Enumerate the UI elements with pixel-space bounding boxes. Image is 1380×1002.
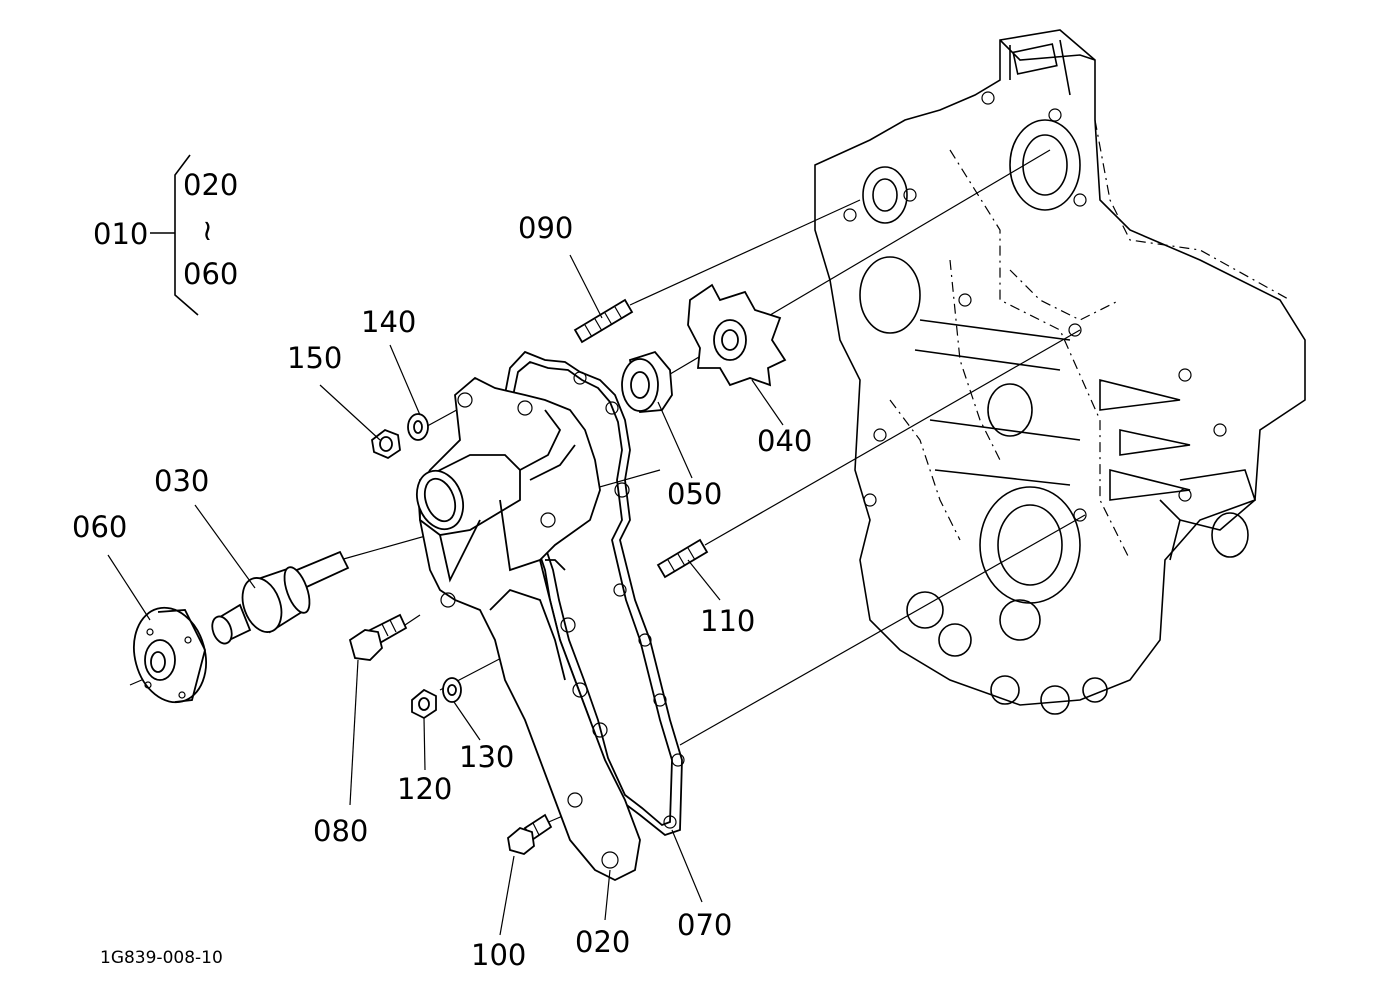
- washer-part-130: [442, 677, 462, 703]
- callout-label: 130: [459, 740, 514, 774]
- group-range-separator: ≀: [202, 213, 213, 247]
- callout-label: 080: [313, 814, 368, 848]
- impeller-part-040: [687, 283, 787, 387]
- callout-label: 020: [575, 925, 630, 959]
- drawing-code: 1G839-008-10: [100, 948, 223, 968]
- callout-labels: 090 140 150 030 060 050 040 110 080 120 …: [72, 211, 812, 972]
- callout-leaders: [107, 254, 784, 936]
- callout-label: 100: [471, 938, 526, 972]
- group-to-label: 060: [183, 257, 238, 291]
- nut-part-150: [371, 428, 401, 460]
- callout-label: 110: [700, 604, 755, 638]
- washer-part-140: [407, 413, 429, 441]
- parts-group-bracket: 010 020 ≀ 060: [93, 154, 238, 316]
- callout-label: 060: [72, 510, 127, 544]
- callout-label: 150: [287, 341, 342, 375]
- callout-label: 050: [667, 477, 722, 511]
- group-parent-label: 010: [93, 217, 148, 251]
- callout-label: 120: [397, 772, 452, 806]
- gear-case-housing: [814, 29, 1306, 715]
- water-pump-body-part-020: [416, 376, 641, 882]
- callout-label: 040: [757, 424, 812, 458]
- callout-label: 030: [154, 464, 209, 498]
- bolt-part-100: [507, 813, 553, 855]
- gasket-part-070: [499, 350, 685, 837]
- nut-part-120: [411, 688, 437, 720]
- mechanical-seal-part-050: [621, 350, 673, 413]
- group-from-label: 020: [183, 168, 238, 202]
- assembly-centerlines: [129, 149, 1086, 831]
- callout-label: 090: [518, 211, 573, 245]
- stud-bolt-part-110: [656, 538, 709, 579]
- callout-label: 140: [361, 305, 416, 339]
- pulley-flange-part-060: [133, 606, 207, 704]
- bolt-part-080: [348, 613, 408, 661]
- callout-label: 070: [677, 908, 732, 942]
- shaft-bearing-part-030: [211, 550, 350, 645]
- stud-bolt-part-090: [573, 298, 634, 344]
